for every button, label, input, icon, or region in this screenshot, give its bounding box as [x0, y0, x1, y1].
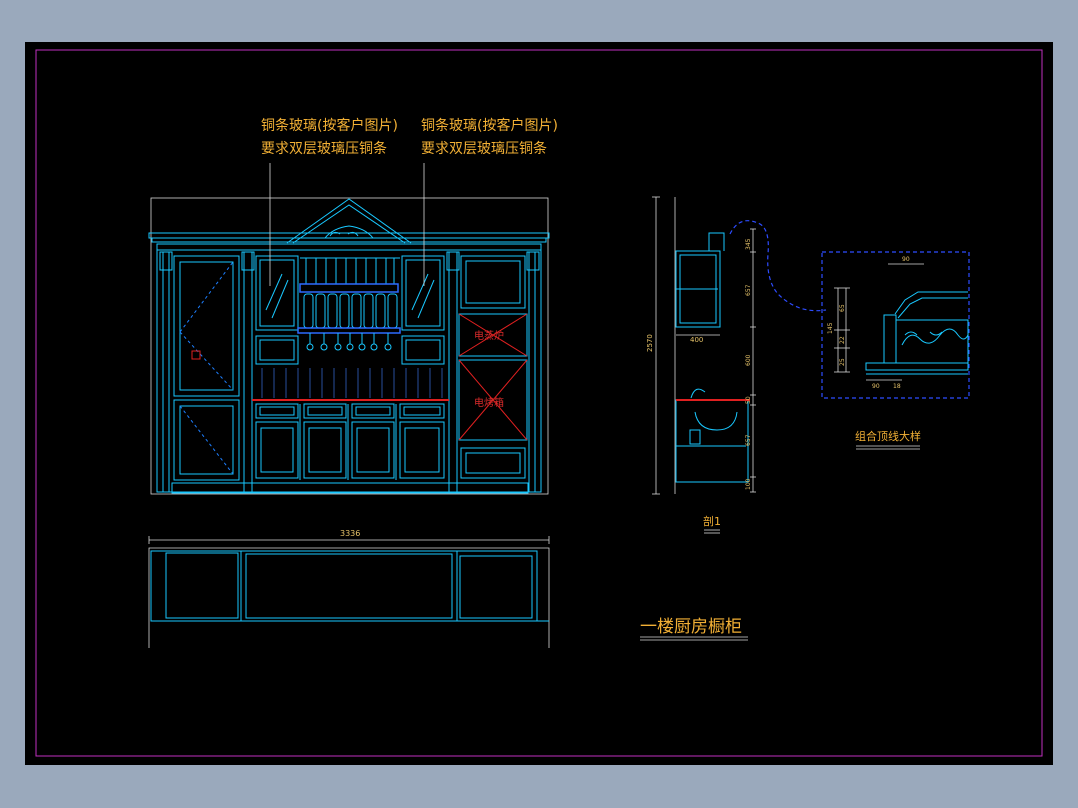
section-view: 2570 400 345 657 600 50 657 100 剖1: [646, 196, 827, 534]
note-right-line1: 铜条玻璃(按客户图片): [421, 117, 558, 134]
section-h5: 657: [745, 434, 752, 446]
section-h3: 600: [745, 354, 752, 366]
section-h1: 345: [745, 238, 752, 250]
detail-top-dim: 90: [902, 256, 910, 263]
front-elevation: 电蒸炉 电烤箱: [148, 163, 550, 495]
detail-v1: 65: [839, 304, 846, 312]
drawing-frame: [35, 49, 1043, 757]
note-right-line2: 要求双层玻璃压铜条: [421, 140, 547, 157]
note-left-line2: 要求双层玻璃压铜条: [261, 140, 387, 157]
note-left-line1: 铜条玻璃(按客户图片): [261, 117, 398, 134]
detail-b2: 18: [893, 383, 901, 390]
section-label: 剖1: [703, 514, 721, 528]
section-h2: 657: [745, 284, 752, 296]
plan-view: 3336: [148, 529, 550, 648]
section-h4: 50: [745, 396, 752, 404]
drawing-title: 一楼厨房橱柜: [640, 617, 742, 637]
crown-detail: 90 65 22 25 145 90 18 组合顶线大样: [821, 251, 970, 450]
section-h6: 100: [745, 478, 752, 490]
drawing-sheet: [25, 42, 1053, 765]
section-height-dim: 2570: [646, 334, 654, 352]
detail-title: 组合顶线大样: [855, 429, 921, 443]
detail-v2: 22: [839, 336, 846, 344]
detail-total: 145: [827, 322, 834, 334]
steam-oven-label: 电蒸炉: [474, 329, 504, 342]
oven-label: 电烤箱: [474, 396, 504, 409]
plan-width-dim: 3336: [340, 529, 360, 538]
section-depth-dim: 400: [690, 336, 703, 344]
detail-v3: 25: [839, 358, 846, 366]
detail-b1: 90: [872, 383, 880, 390]
